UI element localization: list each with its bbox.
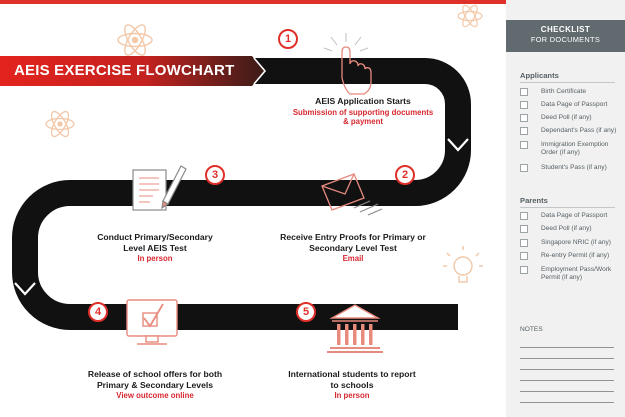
lightbulb-icon [443, 246, 483, 283]
checkbox[interactable] [520, 164, 528, 172]
checkbox[interactable] [520, 212, 528, 220]
checklist-sidebar: CHECKLIST FOR DOCUMENTS Applicants Birth… [506, 0, 625, 417]
step-5-block: International students to report to scho… [277, 369, 427, 401]
school-building-icon [327, 304, 383, 353]
hand-click-icon [323, 33, 372, 95]
checkbox[interactable] [520, 252, 528, 260]
checkbox[interactable] [520, 114, 528, 122]
road-chevron-left [14, 282, 36, 296]
step-2-subtitle: Email [342, 254, 364, 263]
step-2-number: 2 [395, 165, 415, 185]
notes-label: NOTES [520, 326, 543, 333]
step-1-subtitle-line: & payment [343, 116, 383, 126]
step-3-number: 3 [205, 165, 225, 185]
road-chevron-right [447, 138, 469, 152]
step-1-number: 1 [278, 29, 298, 49]
checklist-item-label: Deed Poll (if any) [541, 225, 592, 232]
checklist-item-label: Data Page of Passport [541, 212, 608, 219]
checkbox[interactable] [520, 88, 528, 96]
top-accent-strip [0, 0, 506, 4]
step-2-title-line: Secondary Level Test [309, 242, 397, 253]
applicants-divider [520, 82, 615, 83]
step-5-title-line: to schools [330, 379, 374, 390]
notes-line[interactable] [520, 347, 614, 348]
applicants-heading: Applicants [520, 71, 559, 80]
step-2-block: Receive Entry Proofs for Primary or Seco… [268, 232, 438, 264]
banner-chevron [253, 57, 267, 85]
checkbox[interactable] [520, 101, 528, 109]
checklist-title: CHECKLIST [540, 25, 591, 34]
checklist-item-label: Birth Certificate [541, 88, 587, 95]
step-3-block: Conduct Primary/Secondary Level AEIS Tes… [85, 232, 225, 264]
step-4-title-line: Primary & Secondary Levels [96, 379, 214, 390]
step-5-subtitle: In person [334, 391, 370, 400]
step-1-subtitle-line: Submission of supporting documents [292, 107, 434, 117]
checkbox[interactable] [520, 225, 528, 233]
step-1-subtitle: Submission of supporting documents & pay… [288, 108, 438, 127]
step-1-title: AEIS Application Starts [315, 96, 411, 106]
step-4-number: 4 [88, 302, 108, 322]
step-3-title-line: Level AEIS Test [123, 242, 187, 253]
step-2-title-line: Receive Entry Proofs for Primary or [280, 232, 426, 242]
notes-line[interactable] [520, 402, 614, 403]
checkbox[interactable] [520, 239, 528, 247]
checklist-item-label-line: Permit (if any) [541, 274, 583, 281]
flowchart-title: AEIS EXERCISE FLOWCHART [14, 62, 235, 79]
checklist-item-label: Data Page of Passport [541, 101, 608, 108]
step-4-title-line: Release of school offers for both [87, 369, 223, 379]
atom-icon [457, 4, 483, 28]
envelope-icon [321, 173, 383, 216]
document-pencil-icon [132, 165, 187, 211]
monitor-checkmark-icon [126, 299, 178, 345]
step-1-block: AEIS Application Starts Submission of su… [288, 96, 438, 127]
step-5-title-line: International students to report [288, 369, 416, 379]
checklist-item-label: Re-entry Permit (if any) [541, 252, 610, 259]
checklist-item-label-line: Order (if any) [541, 149, 580, 156]
step-4-block: Release of school offers for both Primar… [75, 369, 235, 401]
checkbox[interactable] [520, 127, 528, 135]
checklist-item-label: Immigration Exemption Order (if any) [541, 141, 621, 157]
checklist-item-label: Singapore NRIC (if any) [541, 239, 611, 246]
flowchart-canvas [0, 4, 483, 353]
step-5-number: 5 [296, 302, 316, 322]
parents-divider [520, 207, 615, 208]
notes-line[interactable] [520, 380, 614, 381]
notes-line[interactable] [520, 391, 614, 392]
flowchart-banner [0, 56, 264, 86]
checklist-item-label: Employment Pass/Work Permit (if any) [541, 266, 621, 282]
step-3-title-line: Conduct Primary/Secondary [97, 232, 213, 242]
notes-line[interactable] [520, 358, 614, 359]
atom-icon [45, 110, 75, 138]
checklist-item-label: Student's Pass (if any) [541, 164, 607, 171]
checkbox[interactable] [520, 266, 528, 274]
step-4-subtitle: View outcome online [116, 391, 194, 400]
checklist-item-label-line: Immigration Exemption [541, 141, 609, 148]
checklist-subtitle: FOR DOCUMENTS [530, 35, 601, 44]
notes-line[interactable] [520, 369, 614, 370]
checklist-item-label-line: Employment Pass/Work [541, 266, 612, 273]
checklist-header: CHECKLIST FOR DOCUMENTS [506, 20, 625, 52]
checkbox[interactable] [520, 141, 528, 149]
step-3-subtitle: In person [137, 254, 173, 263]
checklist-item-label: Deed Poll (if any) [541, 114, 592, 121]
flow-road [12, 58, 471, 330]
parents-heading: Parents [520, 196, 548, 205]
checklist-item-label: Dependant's Pass (if any) [541, 127, 617, 134]
atom-icon [117, 24, 153, 56]
